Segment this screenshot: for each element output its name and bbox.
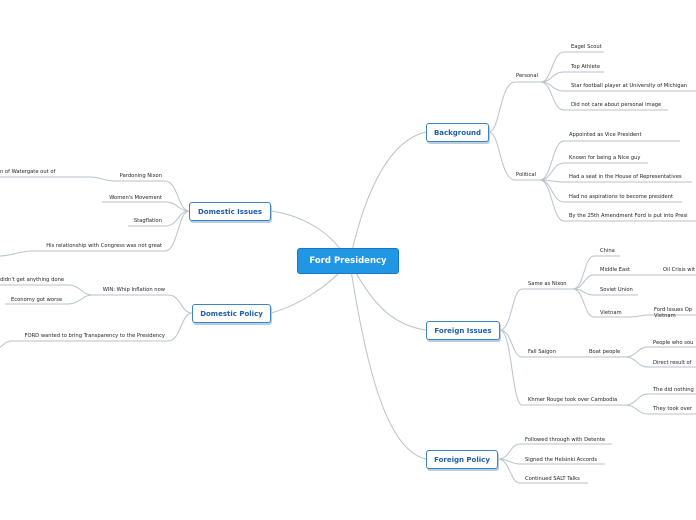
topic-didnt-get-anything-done[interactable]: didn't get anything done bbox=[0, 277, 65, 283]
branch-foreign-policy[interactable]: Foreign Policy bbox=[426, 450, 498, 469]
topic-soviet-union[interactable]: Soviet Union bbox=[600, 287, 633, 293]
topic-helsinki[interactable]: Signed the Helsinki Accords bbox=[525, 457, 598, 463]
topic-oil-crisis[interactable]: Oil Crisis wit bbox=[663, 267, 696, 273]
topic-boat-people[interactable]: Boat people bbox=[589, 349, 621, 355]
topic-nice-guy[interactable]: Known for being a Nice guy bbox=[569, 155, 641, 161]
branch-background[interactable]: Background bbox=[426, 123, 489, 142]
topic-no-aspirations[interactable]: Had no aspirations to become president bbox=[569, 194, 674, 200]
topic-detente[interactable]: Followed through with Detente bbox=[525, 437, 606, 443]
topic-ford-issues-line-2[interactable]: Vietnam bbox=[654, 313, 676, 319]
topic-vice-president[interactable]: Appointed as Vice President bbox=[569, 132, 642, 138]
topic-did-nothing[interactable]: The did nothing bbox=[653, 387, 694, 393]
branch-foreign-issues[interactable]: Foreign Issues bbox=[426, 321, 500, 340]
topic-vietnam[interactable]: Vietnam bbox=[600, 310, 622, 316]
topic-salt-talks[interactable]: Continued SALT Talks bbox=[525, 476, 580, 482]
topic-middle-east[interactable]: Middle East bbox=[600, 267, 630, 273]
topic-watergate[interactable]: n of Watergate out of bbox=[0, 169, 56, 175]
topic-personal[interactable]: Personal bbox=[516, 73, 539, 79]
topic-china[interactable]: China bbox=[600, 248, 615, 254]
branch-domestic-policy[interactable]: Domestic Policy bbox=[192, 304, 271, 323]
topic-same-as-nixon[interactable]: Same as Nixon bbox=[528, 281, 567, 287]
topic-win[interactable]: WIN: Whip Inflation now bbox=[102, 287, 165, 293]
topic-stagflation[interactable]: Stagflation bbox=[133, 218, 162, 224]
central-topic[interactable]: Ford Presidency bbox=[297, 248, 399, 274]
topic-25th-amendment[interactable]: By the 25th Amendment Ford is put into P… bbox=[569, 213, 688, 219]
topic-top-athlete[interactable]: Top Athlete bbox=[571, 64, 601, 70]
topic-direct-result[interactable]: Direct result of bbox=[653, 360, 692, 366]
topic-womens-movement[interactable]: Women's Movement bbox=[109, 195, 162, 201]
topic-fall-saigon[interactable]: Fall Saigon bbox=[528, 349, 556, 355]
topic-eagle-scout[interactable]: Eagel Scout bbox=[571, 44, 602, 50]
topic-economy-worse[interactable]: Economy got worse bbox=[11, 297, 63, 303]
topic-ford-issues-line-1[interactable]: Ford Issues Op bbox=[654, 307, 693, 313]
topic-star-football[interactable]: Star football player at University of Mi… bbox=[571, 83, 688, 89]
topic-khmer-rouge[interactable]: Khmer Rouge took over Cambodia bbox=[528, 397, 618, 403]
topic-personal-image[interactable]: Did not care about personal image bbox=[571, 102, 662, 108]
topic-people-who-sou[interactable]: People who sou bbox=[653, 340, 694, 346]
topic-took-over[interactable]: They took over bbox=[653, 406, 692, 412]
topic-transparency[interactable]: FORD wanted to bring Transparency to the… bbox=[24, 333, 166, 339]
topic-pardoning-nixon[interactable]: Pardoning Nixon bbox=[119, 173, 162, 179]
topic-congress-relationship[interactable]: His relationship with Congress was not g… bbox=[46, 243, 162, 249]
topic-house-seat[interactable]: Had a seat in the House of Representativ… bbox=[569, 174, 682, 180]
topic-political[interactable]: Political bbox=[516, 172, 536, 178]
branch-domestic-issues[interactable]: Domestic Issues bbox=[189, 202, 271, 221]
